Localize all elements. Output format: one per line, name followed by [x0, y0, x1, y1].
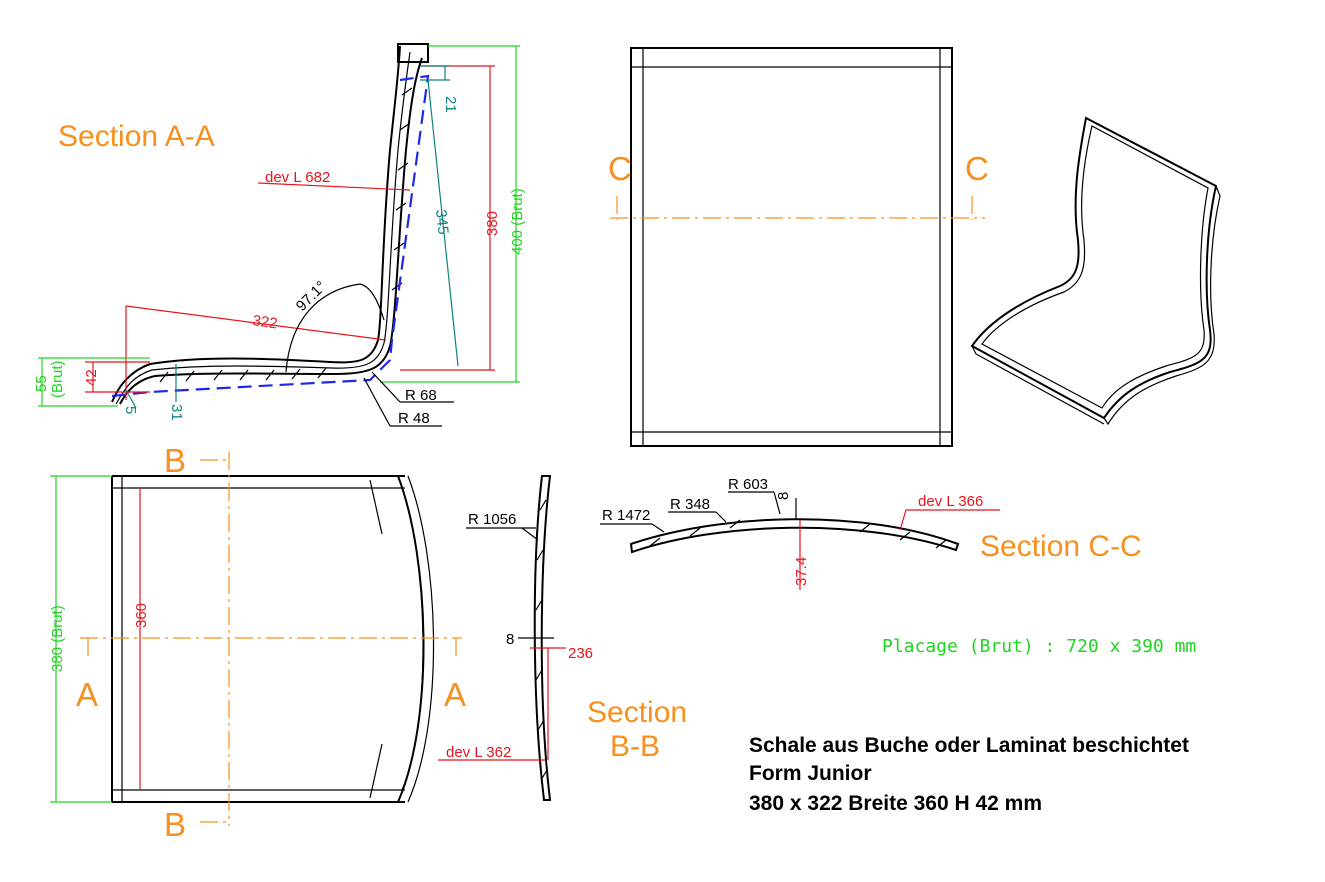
section-cc-title: Section C-C	[980, 530, 1142, 563]
dim-angle-97: 97.1°	[293, 278, 330, 315]
dim-r1472: R 1472	[602, 507, 650, 524]
marker-c-right: C	[965, 150, 989, 187]
dim-55-brut: (Brut)	[49, 360, 66, 398]
section-bb-title-line1: Section	[587, 696, 687, 729]
dim-21: 21	[442, 96, 459, 113]
dim-r68: R 68	[405, 387, 437, 404]
dim-360-plan: 360	[133, 603, 150, 628]
dim-380-aa: 380	[484, 211, 501, 236]
dim-236: 236	[568, 645, 593, 662]
marker-c-left: C	[608, 150, 632, 187]
placage-note: Placage (Brut) : 720 x 390 mm	[882, 636, 1196, 657]
shell-3d-outline	[970, 116, 1218, 420]
marker-b-top: B	[164, 442, 186, 479]
marker-a-left: A	[76, 676, 98, 713]
section-bb-title-line2: B-B	[610, 730, 660, 763]
dim-dev-l-682: dev L 682	[265, 169, 330, 186]
note-line-3: 380 x 322 Breite 360 H 42 mm	[749, 792, 1042, 815]
shell-profile-mid	[115, 51, 411, 405]
dim-400-brut: 400 (Brut)	[509, 188, 526, 255]
section-aa-title: Section A-A	[58, 120, 215, 153]
dim-8-bb: 8	[506, 631, 514, 648]
section-cc-view: R 1472 R 348 R 603 8 dev L 366 37.4 Sect…	[600, 476, 1142, 590]
dim-380-brut-plan: 380 (Brut)	[49, 605, 66, 672]
dim-dev-l-366: dev L 366	[918, 493, 983, 510]
dim-42-aa: 42	[83, 369, 100, 386]
section-bb-view: R 1056 8 236 dev L 362 Section B-B	[438, 475, 687, 801]
angle-arc	[285, 283, 385, 373]
dim-37-4: 37.4	[793, 557, 810, 586]
marker-b-bottom: B	[164, 806, 186, 843]
form-outline-dashed	[111, 74, 430, 398]
shell-top-cap	[397, 43, 429, 63]
shell-profile-inner	[119, 57, 423, 405]
shell-profile-outer	[111, 45, 401, 403]
marker-a-right: A	[444, 676, 466, 713]
section-bb-profile	[533, 475, 552, 801]
front-frame-outer	[630, 47, 953, 447]
dim-r1056: R 1056	[468, 511, 516, 528]
dim-31: 31	[168, 404, 185, 421]
shell-3d-view	[970, 116, 1221, 426]
dim-322-aa: 322	[251, 312, 278, 332]
dim-r603: R 603	[728, 476, 768, 493]
section-cc-profile	[629, 518, 960, 554]
note-line-2: Form Junior	[749, 762, 872, 785]
note-line-1: Schale aus Buche oder Laminat beschichte…	[749, 734, 1189, 757]
dim-55: 55	[33, 375, 50, 392]
dim-345: 345	[432, 209, 452, 236]
front-view: C C	[608, 47, 989, 447]
dim-dev-l-362: dev L 362	[446, 744, 511, 761]
plan-view: A A B B 380 (Brut) 360	[49, 442, 466, 843]
plan-curved-edge-outer	[397, 475, 425, 803]
dim-r48: R 48	[398, 410, 430, 427]
dim-5: 5	[122, 406, 139, 414]
section-aa-view: Section A-A 380 dev L 682 322 42	[33, 43, 526, 427]
shell-hatching	[159, 87, 413, 383]
dim-r348: R 348	[670, 496, 710, 513]
dim-8-cc: 8	[775, 492, 792, 500]
